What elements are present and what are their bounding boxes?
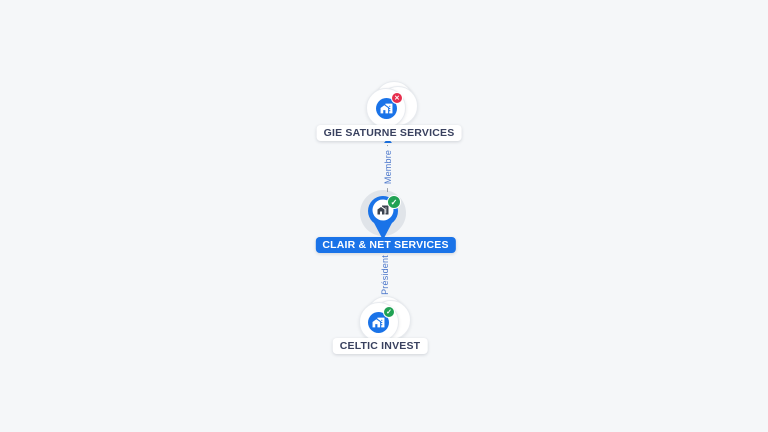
home-work-icon [377,205,389,215]
cross-status-badge: ✕ [391,92,403,104]
check-icon: ✓ [390,197,398,207]
check-icon: ✓ [386,309,392,316]
node-label-celtic-invest[interactable]: CELTIC INVEST [332,338,428,354]
home-work-icon [380,103,392,113]
node-label-gie-saturne-services[interactable]: GIE SATURNE SERVICES [316,125,462,141]
company-icon-circle[interactable] [375,97,397,119]
edge-label-membre: Membre [381,145,394,188]
home-work-icon [372,317,384,327]
check-status-badge: ✓ [383,306,395,318]
edge-label-president: Président [379,251,391,299]
company-icon-circle[interactable] [367,311,389,333]
cross-icon: ✕ [394,95,400,102]
node-label-clair-net-services[interactable]: CLAIR & NET SERVICES [315,237,456,253]
check-status-badge: ✓ [387,195,401,209]
